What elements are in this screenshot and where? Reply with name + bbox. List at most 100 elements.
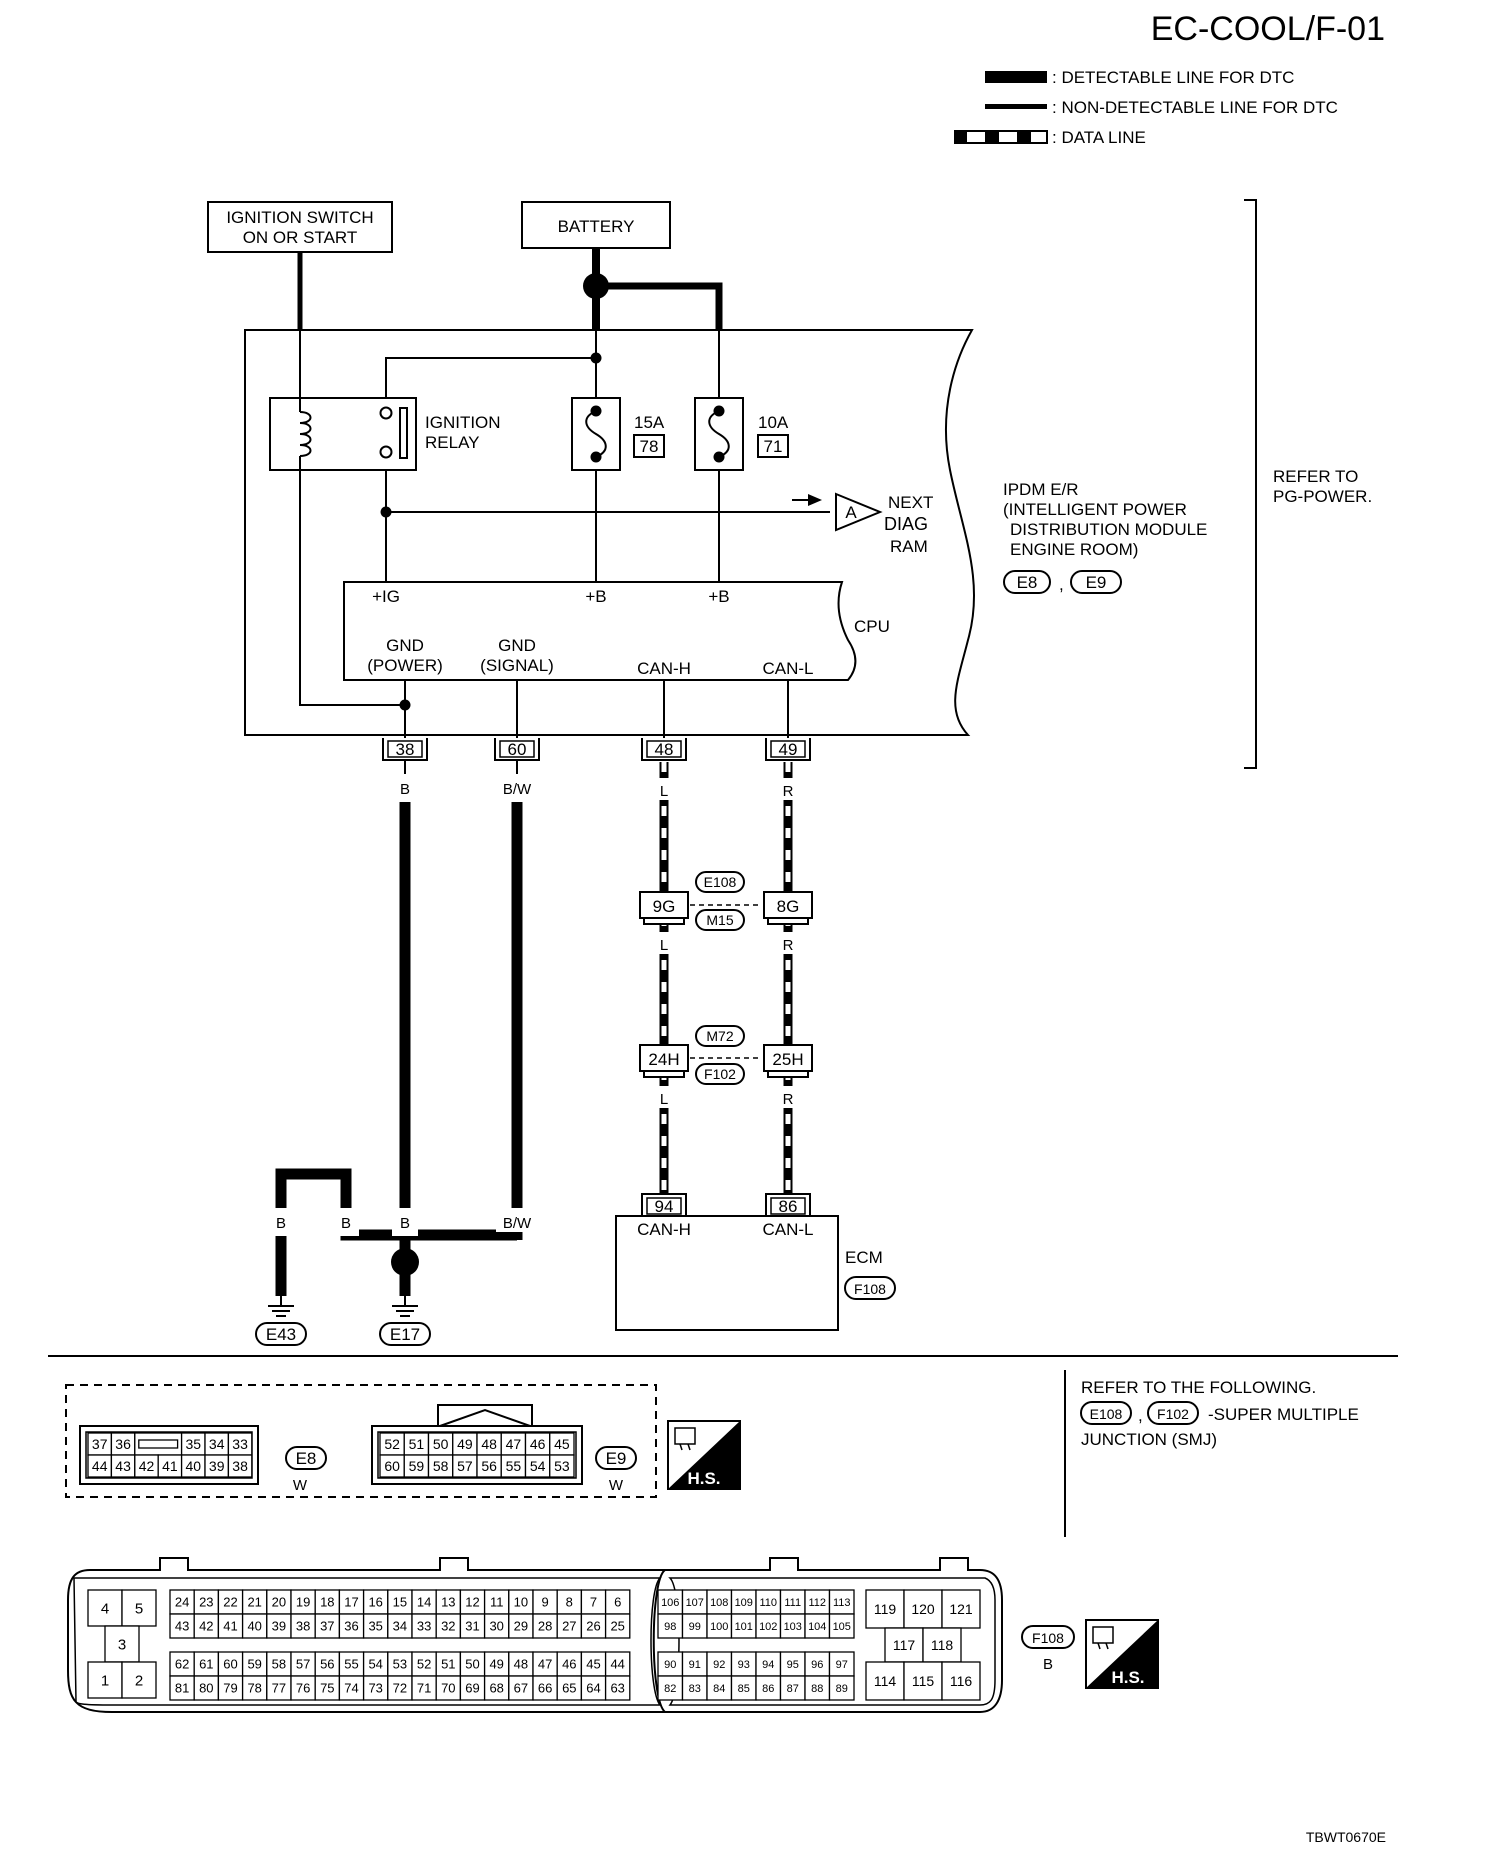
pin-label: 49 [457, 1436, 473, 1452]
terminal-49: 49 [765, 738, 811, 761]
pin-label: 28 [538, 1619, 552, 1634]
pin-label: 118 [931, 1637, 954, 1653]
refer-smj-label-1: -SUPER MULTIPLE [1208, 1405, 1359, 1424]
pin-label: 66 [538, 1681, 552, 1696]
pin-cell [922, 1627, 962, 1663]
ipdm-connector-area [65, 1384, 657, 1498]
pin-label: 105 [833, 1621, 851, 1633]
legend-data-line-label: : DATA LINE [1052, 128, 1146, 147]
pin-label: 47 [506, 1436, 522, 1452]
fuse-10a-number: 71 [764, 437, 783, 456]
pin-label: 50 [465, 1657, 479, 1672]
ipdm-connector-e8 [1003, 570, 1051, 594]
cpu-gnd-power-2: (POWER) [367, 656, 443, 675]
junction-25h: 25H [772, 1050, 803, 1069]
ground-e43-icon [268, 1296, 294, 1317]
pin-label: 10 [514, 1595, 528, 1610]
ground-e17-icon [392, 1296, 418, 1317]
pin-cell [828, 1589, 855, 1615]
pin-label: 57 [296, 1657, 310, 1672]
connector-e9-color: W [609, 1477, 624, 1494]
pin-label: 23 [199, 1595, 213, 1610]
pin-label: 56 [320, 1657, 334, 1672]
pin-label: 74 [344, 1681, 358, 1696]
ecm-label: ECM [845, 1248, 883, 1267]
pin-cell [730, 1675, 757, 1701]
pin-label: 56 [481, 1458, 497, 1474]
next-diag-label-3: RAM [890, 537, 928, 556]
pin-label: 90 [664, 1659, 676, 1671]
pin-label: 59 [247, 1657, 261, 1672]
pin-label: 14 [417, 1595, 431, 1610]
pin-label: 41 [162, 1458, 178, 1474]
pin-label: 36 [344, 1619, 358, 1634]
pin-cell [681, 1589, 708, 1615]
pin-label: 20 [272, 1595, 286, 1610]
refer-following-label: REFER TO THE FOLLOWING. [1081, 1378, 1316, 1397]
pin-label: 69 [465, 1681, 479, 1696]
connector-e8-label: E8 [296, 1449, 317, 1468]
wire-color-label: B [400, 1215, 410, 1232]
pin-cell [755, 1675, 782, 1701]
pin-label: 92 [713, 1659, 725, 1671]
pin-label: 63 [610, 1681, 624, 1696]
pin-label: 37 [320, 1619, 334, 1634]
svg-text:48: 48 [655, 740, 674, 759]
pin-cell [411, 1675, 437, 1701]
pin-label: 103 [784, 1621, 802, 1633]
fuse-15a-icon [571, 397, 621, 471]
pin-label: 8 [566, 1595, 573, 1610]
pin-cell [411, 1651, 437, 1677]
pin-label: 121 [949, 1601, 973, 1617]
pin-cell [657, 1675, 684, 1701]
pin-cell [362, 1589, 389, 1615]
next-diag-label-1: NEXT [888, 493, 933, 512]
pin-cell [657, 1613, 684, 1639]
ipdm-connector-e8-label: E8 [1017, 573, 1038, 592]
pin-label: 77 [272, 1681, 286, 1696]
ground-splice [391, 1248, 419, 1276]
pin-cell [549, 1454, 575, 1478]
pin-cell [483, 1675, 510, 1701]
pin-cell [730, 1613, 757, 1639]
pin-label: 54 [530, 1458, 546, 1474]
pin-label: 33 [232, 1436, 248, 1452]
pin-label: 82 [664, 1683, 676, 1695]
pin-cell [338, 1675, 365, 1701]
pin-label: 5 [135, 1600, 143, 1617]
cpu-can-l: CAN-L [762, 659, 813, 678]
pin-label: 51 [441, 1657, 455, 1672]
pin-cell [193, 1613, 220, 1639]
pin-label: 2 [135, 1672, 143, 1689]
pin-label: 85 [738, 1683, 750, 1695]
svg-text:49: 49 [779, 740, 798, 759]
wire-color-label: L [660, 1091, 668, 1108]
cpu-b2-label: +B [708, 587, 729, 606]
pin-cell [459, 1613, 486, 1639]
pin-label: 93 [738, 1659, 750, 1671]
fuse-10a-number-box [757, 434, 789, 458]
wire-color-label: L [660, 783, 668, 800]
ground-e43-badge [255, 1322, 307, 1346]
pin-label: 54 [368, 1657, 382, 1672]
pin-label: 112 [808, 1597, 826, 1609]
pin-cell [435, 1613, 462, 1639]
pin-label: 119 [874, 1601, 897, 1617]
junction-e108-badge [695, 871, 745, 893]
pin-label: 101 [735, 1621, 753, 1633]
pin-label: 120 [911, 1601, 935, 1617]
pin-cell [290, 1675, 316, 1701]
pin-cell [338, 1613, 365, 1639]
pin-label: 30 [489, 1619, 503, 1634]
ignition-relay-label-1: IGNITION [425, 413, 501, 432]
pin-label: 7 [590, 1595, 597, 1610]
pin-label: 60 [223, 1657, 237, 1672]
pin-cell [314, 1589, 341, 1615]
pin-label: 36 [115, 1436, 131, 1452]
relay-coil-icon [299, 398, 312, 470]
pin-cell [241, 1613, 268, 1639]
legend-detectable-line [985, 71, 1047, 83]
pin-label: 49 [489, 1657, 503, 1672]
pin-label: 84 [713, 1683, 725, 1695]
